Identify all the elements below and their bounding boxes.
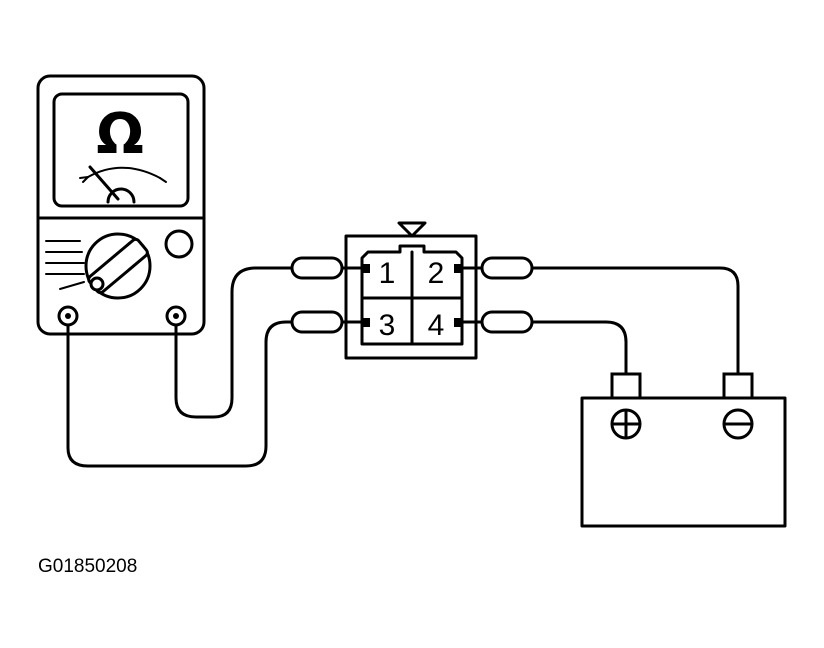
- probe-pin3: [290, 310, 366, 334]
- pin-label-1: 1: [379, 257, 396, 290]
- ohmmeter-test-jack-negative[interactable]: [57, 305, 79, 327]
- probe-pin1: [290, 256, 366, 280]
- wire-meter-to-pin3: [66, 320, 294, 468]
- wire-pin2-to-battery-negative: [530, 266, 740, 376]
- pin-1-terminal: [362, 264, 370, 273]
- battery-positive-post: [610, 372, 642, 400]
- positive-terminal-icon: [610, 408, 642, 440]
- ohmmeter-test-jack-positive[interactable]: [165, 305, 187, 327]
- range-selector-knob[interactable]: [45, 232, 152, 300]
- ohm-symbol: Ω: [96, 102, 144, 167]
- probes: [290, 256, 534, 334]
- ohmmeter-body: [36, 74, 206, 336]
- pin-3-terminal: [362, 318, 370, 327]
- connector-inner-cavity: [360, 244, 464, 346]
- battery: [580, 372, 787, 528]
- zero-adjust-knob[interactable]: [164, 229, 194, 259]
- battery-case: [580, 396, 787, 528]
- pin-4-terminal: [454, 318, 462, 327]
- connector-housing: [344, 234, 478, 360]
- wire-meter-to-pin1: [174, 266, 294, 419]
- pin-2-terminal: [454, 264, 462, 273]
- pin-label-2: 2: [428, 257, 445, 290]
- connector-lock-tab-marker: [397, 221, 427, 238]
- ohmmeter-display-window: [52, 92, 190, 208]
- probe-pin4: [456, 310, 534, 334]
- wire-pin4-to-battery-positive: [530, 320, 628, 376]
- meter-needle: [88, 165, 136, 204]
- figure-code: G01850208: [38, 556, 137, 577]
- connector: 1 2 3 4: [344, 221, 478, 360]
- battery-negative-post: [722, 372, 754, 400]
- pin-label-3: 3: [379, 309, 396, 342]
- pin-label-4: 4: [428, 309, 445, 342]
- ohmmeter: Ω: [36, 74, 206, 336]
- probe-pin2: [456, 256, 534, 280]
- wires: [66, 266, 740, 468]
- negative-terminal-icon: [722, 408, 754, 440]
